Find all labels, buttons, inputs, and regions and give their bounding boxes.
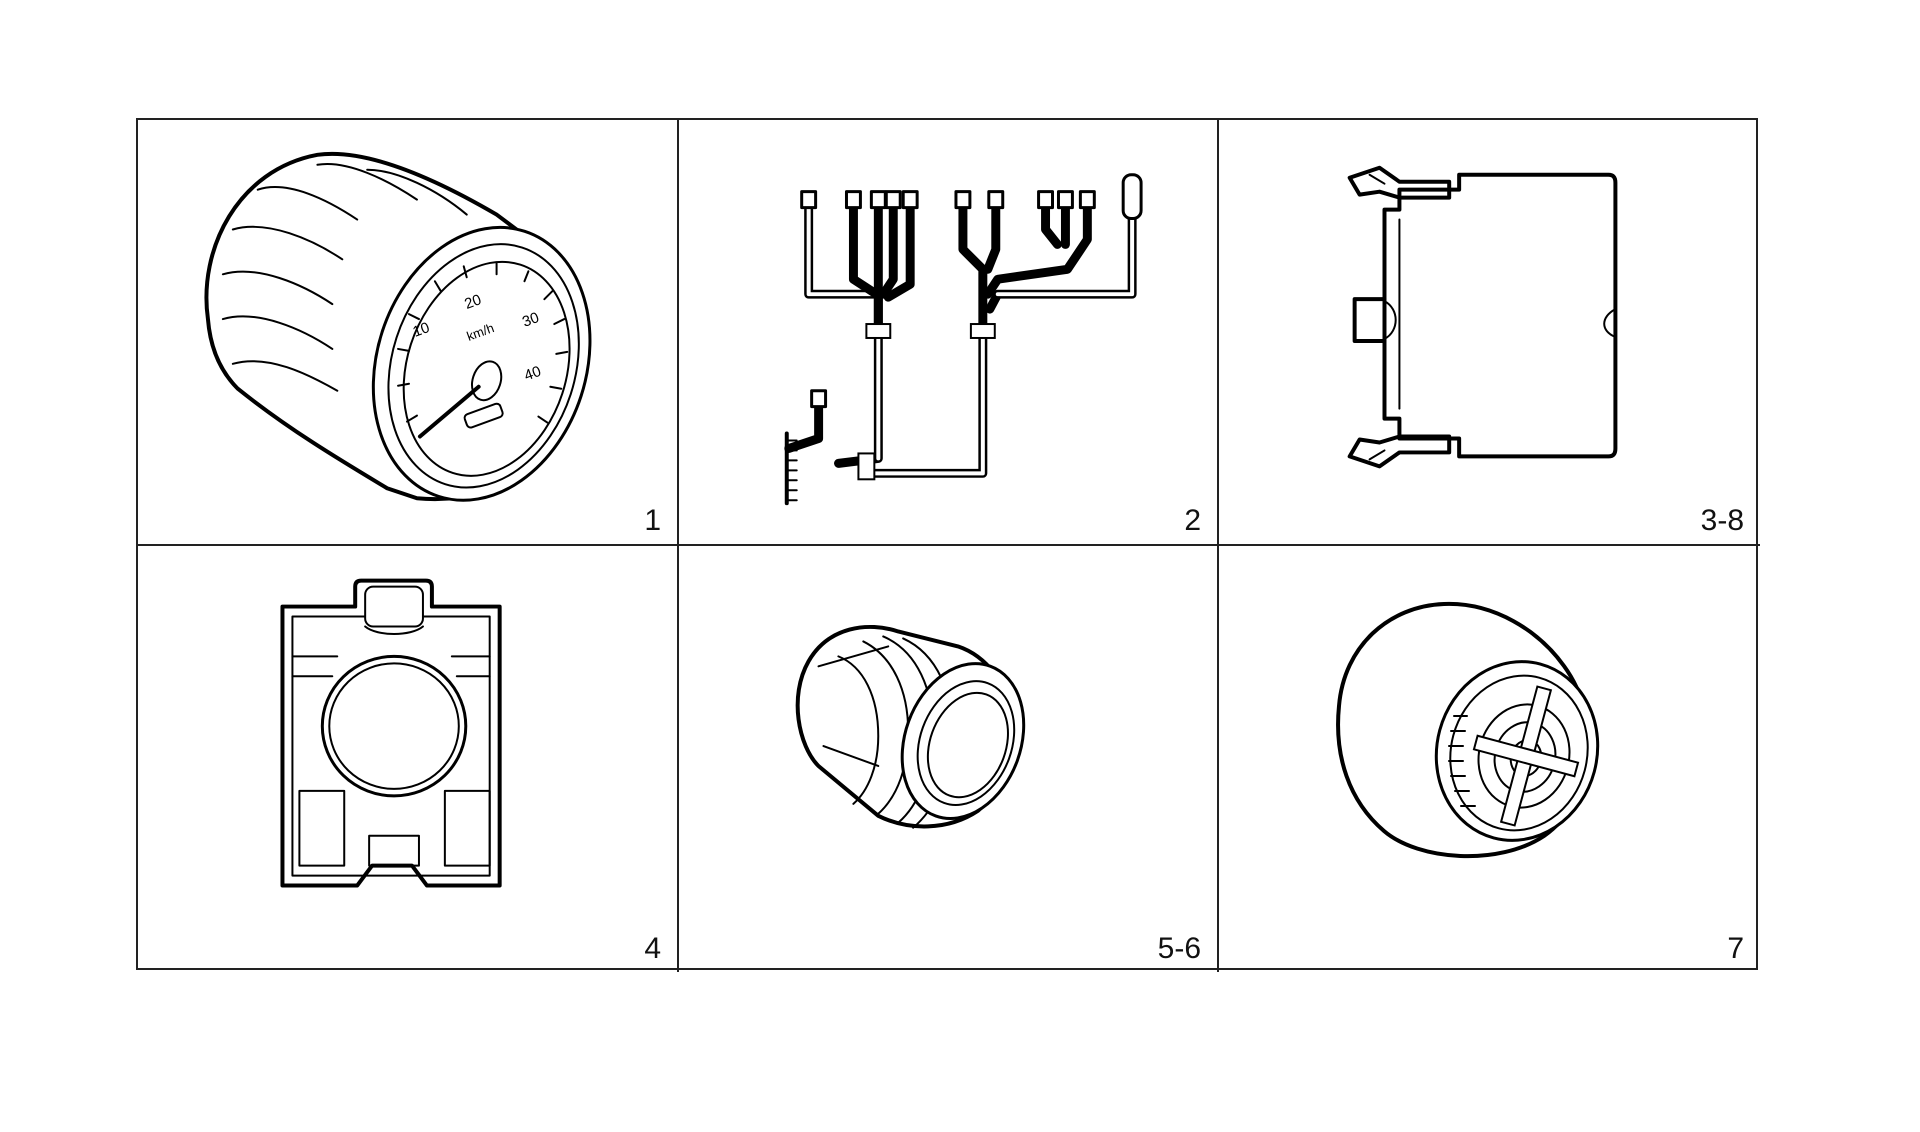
panel-number: 5-6 <box>1157 932 1201 965</box>
panel-5-6: 5-6 <box>679 546 1219 972</box>
wiring-harness-illustration <box>784 173 1143 506</box>
panel-number: 3-8 <box>1700 504 1744 537</box>
dial-number-2: 20 <box>462 291 483 313</box>
ground-comb <box>784 431 798 506</box>
panel-number: 4 <box>644 932 661 965</box>
panel-7: 7 <box>1219 546 1760 972</box>
harness-sleeves <box>857 323 996 481</box>
pilot-light-illustration <box>795 624 1026 829</box>
dial-number-4: 40 <box>522 363 543 385</box>
panel-number: 1 <box>644 504 661 537</box>
dial-number-3: 30 <box>520 309 541 331</box>
panel-1: 10 20 30 40 km/h 1 <box>138 120 679 546</box>
wire-bundle <box>784 195 1137 478</box>
panel-number: 2 <box>1184 504 1201 537</box>
dial-number-1: 10 <box>411 319 432 341</box>
buzzer-illustration <box>1336 601 1600 859</box>
panel-number: 7 <box>1727 932 1744 965</box>
parts-grid: 10 20 30 40 km/h 1 <box>136 118 1760 972</box>
panel-2: 2 <box>679 120 1219 546</box>
mounting-adapter-illustration <box>280 578 502 888</box>
gauge-ticks <box>397 262 569 424</box>
connector-terminals <box>800 173 1143 409</box>
panel-4: 4 <box>138 546 679 972</box>
grille-lines <box>1448 715 1476 807</box>
gauge-illustration: 10 20 30 40 km/h <box>204 151 592 502</box>
panel-3-8: 3-8 <box>1219 120 1760 546</box>
contact-block-illustration <box>1347 165 1618 469</box>
